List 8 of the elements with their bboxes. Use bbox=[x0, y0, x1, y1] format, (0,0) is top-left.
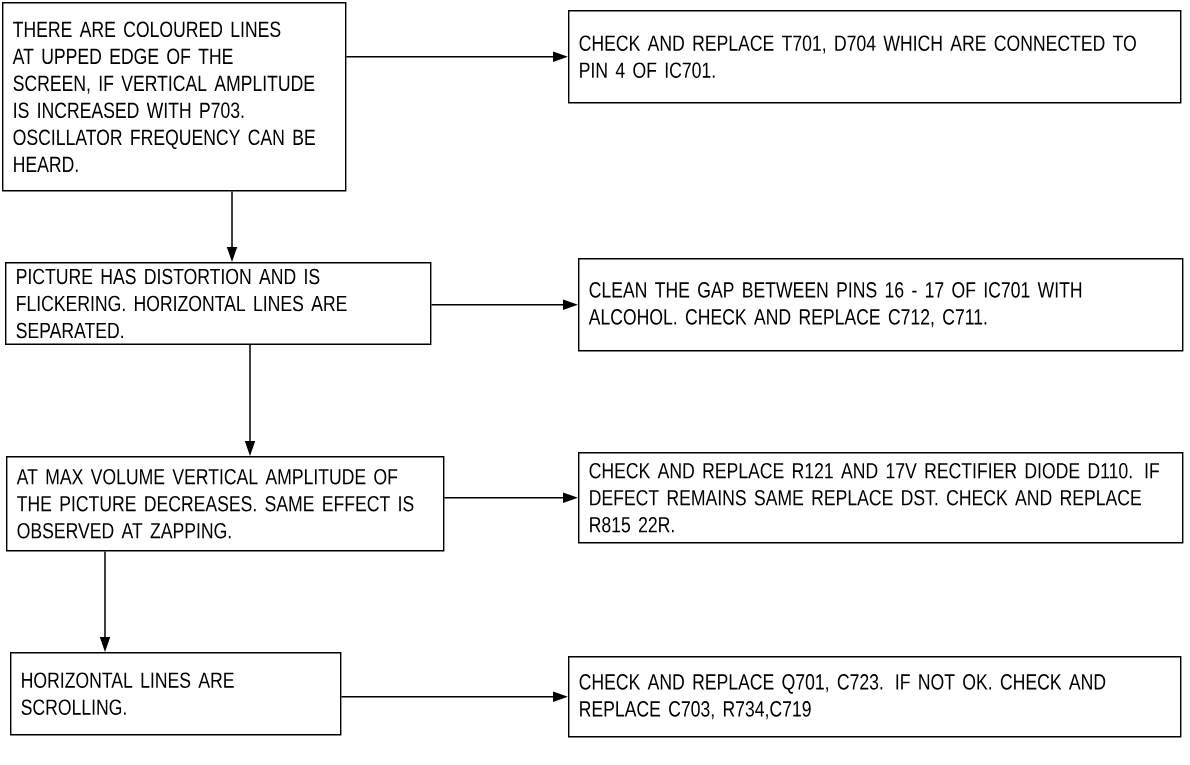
process-box: CLEAN THE GAP BETWEEN PINS 16 - 17 OF IC701 WITH ALCOHOL. CHECK AND REPLACE C712, C711. bbox=[578, 258, 1184, 352]
process-box: CHECK AND REPLACE Q701, C723. IF NOT OK. CHECK AND REPLACE C703, R734,C719 bbox=[568, 656, 1182, 738]
process-box: THERE ARE COLOURED LINES AT UPPED EDGE OF THE SCREEN, IF VERTICAL AMPLITUDE IS INCREASED WITH P703. OSCILLATOR FREQUENCY CAN BE HEARD. bbox=[2, 2, 347, 192]
process-box: CHECK AND REPLACE T701, D704 WHICH ARE CONNECTED TO PIN 4 OF IC701. bbox=[568, 10, 1182, 104]
process-box: PICTURE HAS DISTORTION AND IS FLICKERING. HORIZONTAL LINES ARE SEPARATED. bbox=[5, 262, 432, 345]
process-box: AT MAX VOLUME VERTICAL AMPLITUDE OF THE PICTURE DECREASES. SAME EFFECT IS OBSERVED AT ZAPPING. bbox=[6, 456, 445, 552]
process-box: HORIZONTAL LINES ARE SCROLLING. bbox=[10, 652, 342, 736]
process-box: CHECK AND REPLACE R121 AND 17V RECTIFIER DIODE D110. IF DEFECT REMAINS SAME REPLACE DST. CHECK AND REPLACE R815 22R. bbox=[578, 452, 1184, 544]
